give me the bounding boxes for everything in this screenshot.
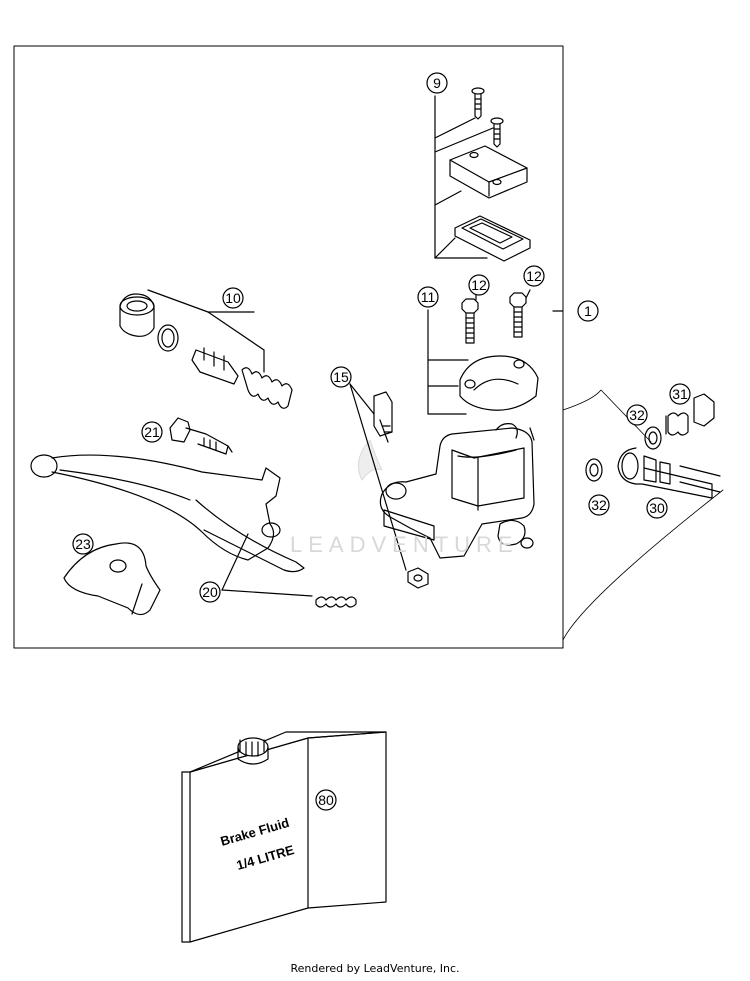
callout-80: 80 — [318, 792, 334, 808]
callout-31: 31 — [672, 386, 688, 402]
callout-23: 23 — [75, 536, 91, 552]
callout-12-b: 12 — [526, 268, 542, 284]
callout-10: 10 — [225, 290, 241, 306]
part-15-pivot-pin — [349, 383, 429, 589]
callout-9: 9 — [433, 75, 441, 91]
watermark-text: LEADVENTURE — [290, 532, 519, 557]
part-21-adjuster-screw — [169, 417, 233, 455]
part-11-handlebar-clamp — [427, 309, 539, 415]
callout-32-b: 32 — [591, 497, 607, 513]
callout-20: 20 — [202, 584, 218, 600]
part-23-lever-boot — [63, 542, 161, 616]
part-32-sealing-washers — [585, 426, 662, 482]
assembly-frame — [13, 45, 564, 649]
part-20-brake-lever — [30, 454, 357, 608]
callouts — [72, 72, 691, 811]
callout-11: 11 — [421, 289, 436, 305]
part-12-clamp-bolts — [461, 289, 531, 344]
part-1-master-cylinder-body — [379, 310, 564, 559]
part-9-reservoir-cap — [434, 87, 531, 262]
callout-21: 21 — [144, 424, 160, 440]
part-10-piston-kit — [119, 289, 293, 409]
callout-32-a: 32 — [629, 407, 645, 423]
watermark — [357, 439, 383, 481]
callout-12-a: 12 — [471, 277, 487, 293]
footer-credit: Rendered by LeadVenture, Inc. — [290, 962, 460, 975]
brake-fluid-bottle — [181, 731, 387, 943]
part-30-brake-hose — [617, 447, 721, 499]
callout-15: 15 — [333, 369, 349, 385]
callout-30: 30 — [649, 500, 665, 516]
part-31-banjo-bolt — [665, 393, 715, 436]
callout-1: 1 — [584, 303, 592, 319]
